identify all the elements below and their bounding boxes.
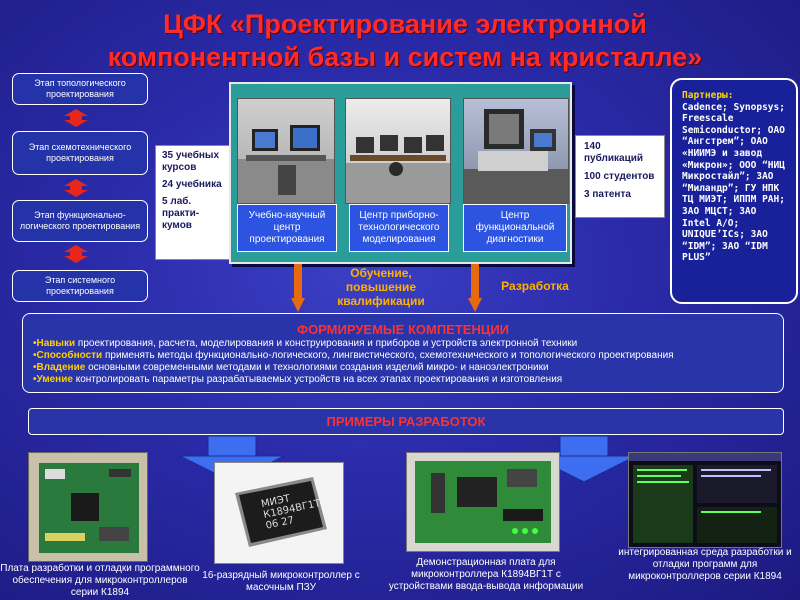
caption-dev-board: Плата разработки и отладки программного … (0, 563, 200, 598)
caption-demo-board: Демонстрационная плата для микроконтролл… (388, 557, 584, 592)
competencies-list: •Навыки проектирования, расчета, моделир… (33, 338, 674, 386)
development-label: Разработка (501, 279, 569, 293)
caption-microcontroller: 16-разрядный микроконтроллер с масочным … (202, 570, 360, 593)
double-arrow-icon (64, 245, 88, 263)
center-modeling-button[interactable]: Центр приборно-технологического моделиро… (349, 204, 449, 252)
examples-header: ПРИМЕРЫ РАЗРАБОТОК (28, 408, 784, 435)
stage-functional-logic: Этап функционально-логического проектиро… (12, 200, 148, 242)
partners-box: Партнеры: Cadence; Synopsys; Freescale S… (670, 78, 798, 304)
double-arrow-icon (64, 179, 88, 197)
training-label: Обучение, повышение квалификации (337, 266, 425, 308)
center-design-button[interactable]: Учебно-научный центр проектирования (237, 204, 337, 252)
down-arrow-icon (291, 264, 305, 312)
stat-labs: 5 лаб. практи-кумов (162, 196, 200, 231)
competency-item: •Владение основными современными методам… (33, 362, 549, 373)
stat-patents: 3 патента (584, 189, 631, 200)
competencies-title: ФОРМИРУЕМЫЕ КОМПЕТЕНЦИИ (296, 322, 510, 337)
stage-schematic: Этап схемотехнического проектирования (12, 131, 148, 175)
photo-modeling-lab (345, 98, 451, 204)
photo-design-lab (237, 98, 335, 204)
photo-ide-screenshot (628, 452, 782, 548)
competencies-panel: ФОРМИРУЕМЫЕ КОМПЕТЕНЦИИ •Навыки проектир… (22, 313, 784, 393)
stage-topological: Этап топологического проектирования (12, 73, 148, 105)
double-arrow-icon (64, 109, 88, 127)
competency-item: •Навыки проектирования, расчета, моделир… (33, 338, 578, 349)
partners-list: Cadence; Synopsys; Freescale Semiconduct… (682, 101, 785, 264)
title-line-2: компонентной базы и систем на кристалле» (107, 42, 703, 72)
centers-panel: Учебно-научный центр проектирования Цент… (229, 82, 572, 264)
down-arrow-icon (468, 264, 482, 312)
photo-diagnostics-lab (463, 98, 569, 204)
stat-publications: 140 публикаций (584, 141, 644, 164)
photo-microcontroller-chip: МИЭТ К1894ВГ1Т 06 27 (214, 462, 344, 564)
caption-ide: интегрированная среда разработки и отлад… (618, 547, 792, 582)
stage-system: Этап системного проектирования (12, 270, 148, 302)
page-title: ЦФК «Проектирование электронной компонен… (60, 8, 750, 74)
stat-courses: 35 учебных курсов (162, 150, 220, 173)
stat-students: 100 студентов (584, 171, 655, 182)
competency-item: •Способности применять методы функционал… (33, 350, 674, 361)
competency-item: •Умение контролировать параметры разраба… (33, 374, 563, 385)
photo-dev-board (28, 452, 148, 562)
right-stats-box: 140 публикаций 100 студентов 3 патента (575, 135, 665, 218)
stat-textbooks: 24 учебника (162, 179, 222, 190)
title-line-1: ЦФК «Проектирование электронной (163, 9, 647, 39)
partners-heading: Партнеры: (682, 90, 734, 101)
photo-demo-board (406, 452, 560, 552)
center-diagnostics-button[interactable]: Центр функциональной диагностики (463, 204, 567, 252)
left-stats-box: 35 учебных курсов 24 учебника 5 лаб. пра… (155, 145, 231, 260)
